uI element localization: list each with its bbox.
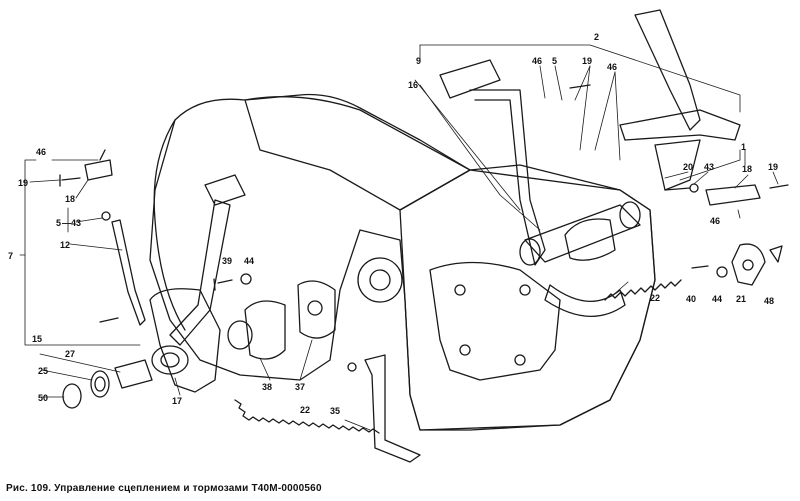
pin-48 <box>769 245 783 263</box>
spring-22-right <box>604 279 682 301</box>
linkage-rod <box>111 219 146 326</box>
callout-35: 35 <box>330 406 340 416</box>
sleeve-27 <box>114 359 153 389</box>
callout-37: 37 <box>295 382 305 392</box>
callout-21: 21 <box>736 294 746 304</box>
callout-22-right: 22 <box>650 293 660 303</box>
housing-flange-left <box>153 119 186 331</box>
clutch-pedal-arm <box>169 199 231 346</box>
brake-pedal-pad <box>439 59 501 99</box>
callout-12: 12 <box>60 240 70 250</box>
bolt-20 <box>664 187 691 191</box>
callout-38: 38 <box>262 382 272 392</box>
bolt-12 <box>99 317 119 323</box>
spring-22-bottom <box>234 399 380 434</box>
bolt-19-right <box>769 184 789 189</box>
gearbox-housing <box>149 93 656 431</box>
callout-7: 7 <box>8 251 13 261</box>
fork-top <box>84 159 113 181</box>
nut-43 <box>101 211 111 221</box>
callout-50: 50 <box>38 393 48 403</box>
callout-18-right: 18 <box>742 164 752 174</box>
nut-44 <box>240 273 252 285</box>
lever-21 <box>731 243 766 286</box>
nut-44-right <box>716 266 728 278</box>
lever-bracket <box>619 109 741 141</box>
bolt-40 <box>691 265 709 269</box>
callout-44-right: 44 <box>712 294 722 304</box>
callout-46-top: 46 <box>532 56 542 66</box>
brake-segment <box>544 284 626 317</box>
bracket-35 <box>364 354 421 463</box>
cross-shaft <box>524 204 641 263</box>
housing-right-panel <box>399 169 656 431</box>
callout-5: 5 <box>56 218 61 228</box>
callout-9: 9 <box>416 56 421 66</box>
flange-ring <box>357 257 403 303</box>
callout-46-right: 46 <box>710 216 720 226</box>
bolt-19-left <box>59 174 81 187</box>
bolt-39 <box>213 278 233 291</box>
lever-link <box>654 139 701 191</box>
housing-top-panel <box>244 96 471 211</box>
callout-48: 48 <box>764 296 774 306</box>
callout-15: 15 <box>32 334 42 344</box>
callout-44-left: 44 <box>244 256 254 266</box>
callout-40: 40 <box>686 294 696 304</box>
callout-43-right: 43 <box>704 162 714 172</box>
circlip-50 <box>62 383 82 409</box>
callout-5-top: 5 <box>552 56 557 66</box>
bearing-housing <box>564 218 616 261</box>
callout-1: 1 <box>741 142 746 152</box>
clutch-bushing <box>151 345 189 375</box>
washer-25 <box>90 370 110 398</box>
callout-43: —43 <box>62 218 81 228</box>
callout-19: 19 <box>18 178 28 188</box>
callout-39: 39 <box>222 256 232 266</box>
plate-36 <box>244 300 286 360</box>
hand-lever <box>634 9 701 131</box>
callout-22-bottom: 22 <box>300 405 310 415</box>
plate-37 <box>297 280 336 339</box>
brake-pedal-arm <box>469 89 546 266</box>
link-18 <box>705 184 761 206</box>
clutch-lever <box>149 288 221 393</box>
clutch-pedal-pad <box>204 174 246 206</box>
callout-18: 18 <box>65 194 75 204</box>
callout-16: 16 <box>408 80 418 90</box>
housing-inner-plate <box>429 261 561 381</box>
figure-caption: Рис. 109. Управление сцеплением и тормоз… <box>6 483 322 494</box>
callout-19-right: 19 <box>768 162 778 172</box>
bolt-19-top <box>569 84 591 89</box>
callout-25: 25 <box>38 366 48 376</box>
callout-2: 2 <box>594 32 599 42</box>
callout-46: 46 <box>36 147 46 157</box>
callout-17: 17 <box>172 396 182 406</box>
callout-46-top-right: 46 <box>607 62 617 72</box>
nut-43-right <box>689 183 699 193</box>
callout-20: 20 <box>683 162 693 172</box>
callout-27: 27 <box>65 349 75 359</box>
callout-19-top: 19 <box>582 56 592 66</box>
